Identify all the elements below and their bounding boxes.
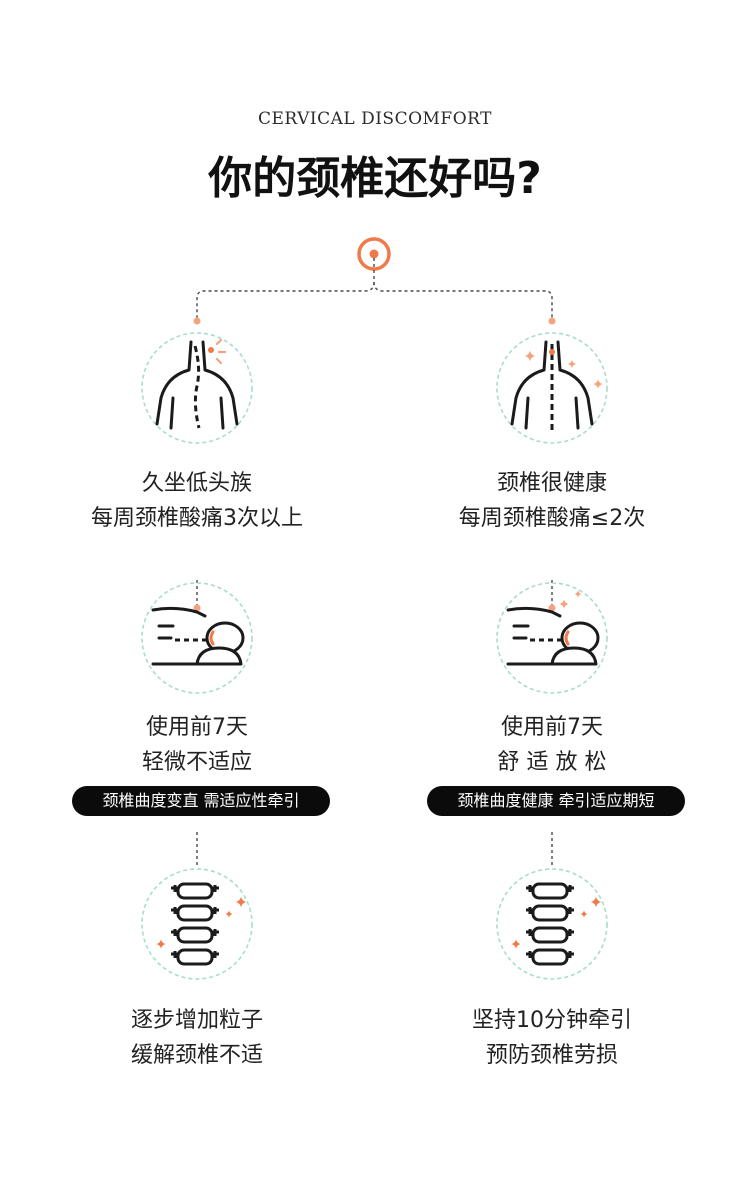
icon-circle-right-2 [496, 582, 608, 694]
left-step1-line1: 久坐低头族 [141, 471, 252, 496]
spine-icon [511, 882, 602, 966]
icon-circle-left-2 [141, 582, 253, 694]
spine-icon [156, 882, 247, 966]
left-step3-line1: 逐步增加粒子 [130, 1008, 263, 1033]
icon-circle-left-3 [141, 868, 253, 980]
right-step1-line1: 颈椎很健康 [496, 471, 607, 496]
right-step2-caption: 使用前7天 舒 适 放 松 [402, 710, 702, 780]
left-step3-caption: 逐步增加粒子 缓解颈椎不适 [47, 1003, 347, 1073]
page-subtitle: CERVICAL DISCOMFORT [258, 109, 492, 129]
left-step1-caption: 久坐低头族 每周颈椎酸痛3次以上 [47, 466, 347, 536]
left-status-badge: 颈椎曲度变直 需适应性牵引 [72, 786, 330, 816]
icon-circle-right-3 [496, 868, 608, 980]
right-step3-line1: 坚持10分钟牵引 [472, 1008, 632, 1033]
left-step2-line1: 使用前7天 [146, 715, 248, 740]
right-step3-caption: 坚持10分钟牵引 预防颈椎劳损 [402, 1003, 702, 1073]
right-step1-line2: 每周颈椎酸痛≤2次 [458, 506, 646, 531]
icon-circle-right-1 [496, 332, 608, 444]
left-step1-line2: 每周颈椎酸痛3次以上 [91, 506, 303, 531]
page-title: 你的颈椎还好吗? [208, 153, 542, 204]
right-step2-line2: 舒 适 放 松 [497, 750, 607, 775]
left-step2-line2: 轻微不适应 [141, 750, 252, 775]
right-step1-caption: 颈椎很健康 每周颈椎酸痛≤2次 [402, 466, 702, 536]
right-step2-line1: 使用前7天 [501, 715, 603, 740]
left-step3-line2: 缓解颈椎不适 [130, 1043, 263, 1068]
right-step3-line2: 预防颈椎劳损 [485, 1043, 618, 1068]
left-step2-caption: 使用前7天 轻微不适应 [47, 710, 347, 780]
back-with-pain-icon [155, 338, 239, 430]
lying-pillow-icon [506, 590, 600, 666]
icon-circle-left-1 [141, 332, 253, 444]
healthy-back-icon [510, 340, 603, 430]
lying-pillow-icon [151, 606, 245, 666]
right-status-badge: 颈椎曲度健康 牵引适应期短 [427, 786, 685, 816]
